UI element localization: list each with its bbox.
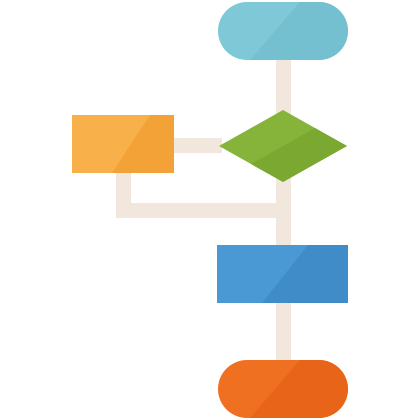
start-terminal (218, 2, 348, 60)
end-terminal-highlight (250, 360, 348, 418)
connector-decision-to-process (276, 178, 291, 248)
side-process-box (72, 115, 174, 173)
process-box (217, 245, 348, 303)
connector-process-to-end (276, 302, 291, 364)
process-highlight (262, 245, 348, 303)
connector-decision-to-side-process (172, 138, 222, 153)
side-process-highlight (112, 115, 174, 173)
connector-start-to-decision (276, 56, 291, 114)
start-terminal-highlight (250, 2, 348, 60)
end-terminal (218, 360, 348, 418)
connector-loop-back-horizontal (116, 203, 291, 218)
decision-diamond-highlight (251, 128, 347, 182)
decision-diamond (219, 110, 347, 182)
connectors (116, 56, 291, 364)
